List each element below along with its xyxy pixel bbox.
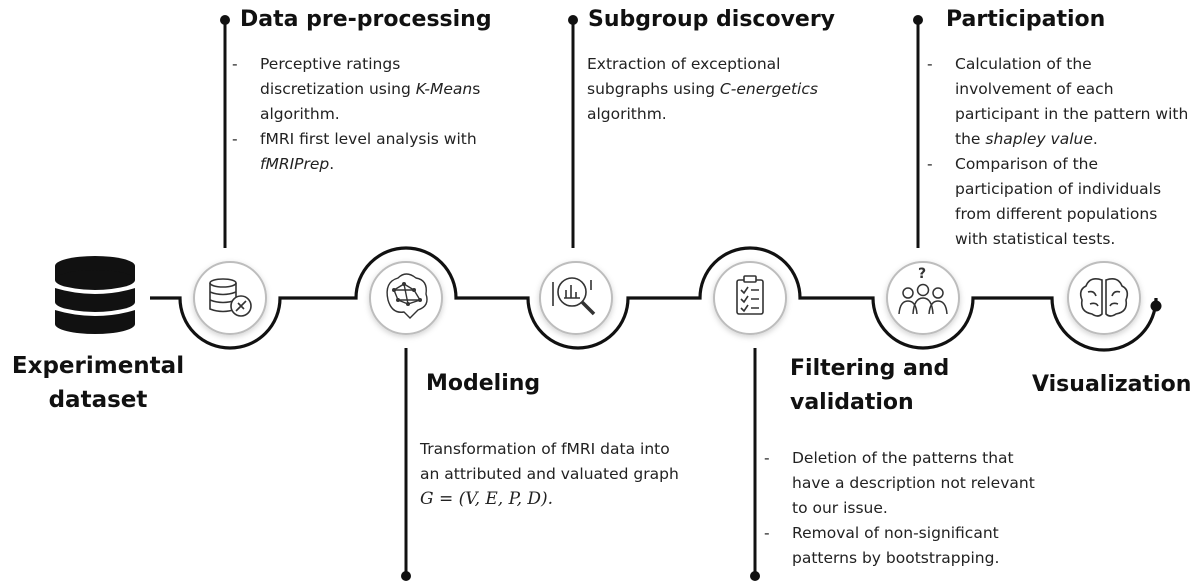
dataset-title-line1: Experimental — [11, 353, 185, 379]
pipeline-path — [150, 246, 1158, 352]
connector-dot — [913, 15, 923, 25]
database-icon — [54, 256, 136, 334]
subgroup-description: Extraction of exceptional subgraphs usin… — [587, 55, 818, 123]
stage-title-participation: Participation — [946, 7, 1106, 32]
preprocessing-item: Perceptive ratings discretization using … — [232, 52, 482, 127]
modeling-formula: G = (V, E, P, D). — [420, 489, 554, 509]
checklist-icon — [713, 261, 787, 335]
connector-dot — [750, 571, 760, 581]
connector-dot — [1150, 300, 1162, 312]
filtering-item: Deletion of the patterns that have a des… — [764, 446, 1054, 521]
group-question-icon: ? — [886, 261, 960, 335]
stage-title-visualization: Visualization — [1032, 372, 1192, 397]
filtering-title-line2: validation — [790, 390, 914, 415]
svg-text:?: ? — [918, 266, 926, 282]
stage-title-modeling: Modeling — [426, 371, 541, 396]
modeling-text: Transformation of fMRI data into an attr… — [420, 440, 679, 483]
participation-item: Calculation of the involvement of each p… — [927, 52, 1189, 152]
stage-title-subgroup: Subgroup discovery — [588, 7, 836, 32]
stage-title-preprocessing: Data pre-processing — [240, 7, 492, 32]
connector-dot — [220, 15, 230, 25]
participation-description: Calculation of the involvement of each p… — [927, 52, 1189, 252]
database-clean-icon — [193, 261, 267, 335]
connector-dot — [401, 571, 411, 581]
filtering-item: Removal of non-significant patterns by b… — [764, 521, 1054, 571]
brain-network-icon — [369, 261, 443, 335]
preprocessing-item: fMRI first level analysis with fMRIPrep. — [232, 127, 482, 177]
modeling-description: Transformation of fMRI data into an attr… — [420, 437, 680, 512]
participation-item: Comparison of the participation of indiv… — [927, 152, 1189, 252]
preprocessing-description: Perceptive ratings discretization using … — [232, 52, 482, 177]
dataset-title-line2: dataset — [48, 387, 148, 413]
stage-title-filtering: Filtering and validation — [790, 352, 949, 420]
connector-dot — [568, 15, 578, 25]
brain-icon — [1067, 261, 1141, 335]
data-search-icon — [539, 261, 613, 335]
stage-title-dataset: Experimental dataset — [8, 349, 188, 417]
filtering-title-line1: Filtering and — [790, 356, 950, 381]
filtering-description: Deletion of the patterns that have a des… — [764, 446, 1054, 571]
